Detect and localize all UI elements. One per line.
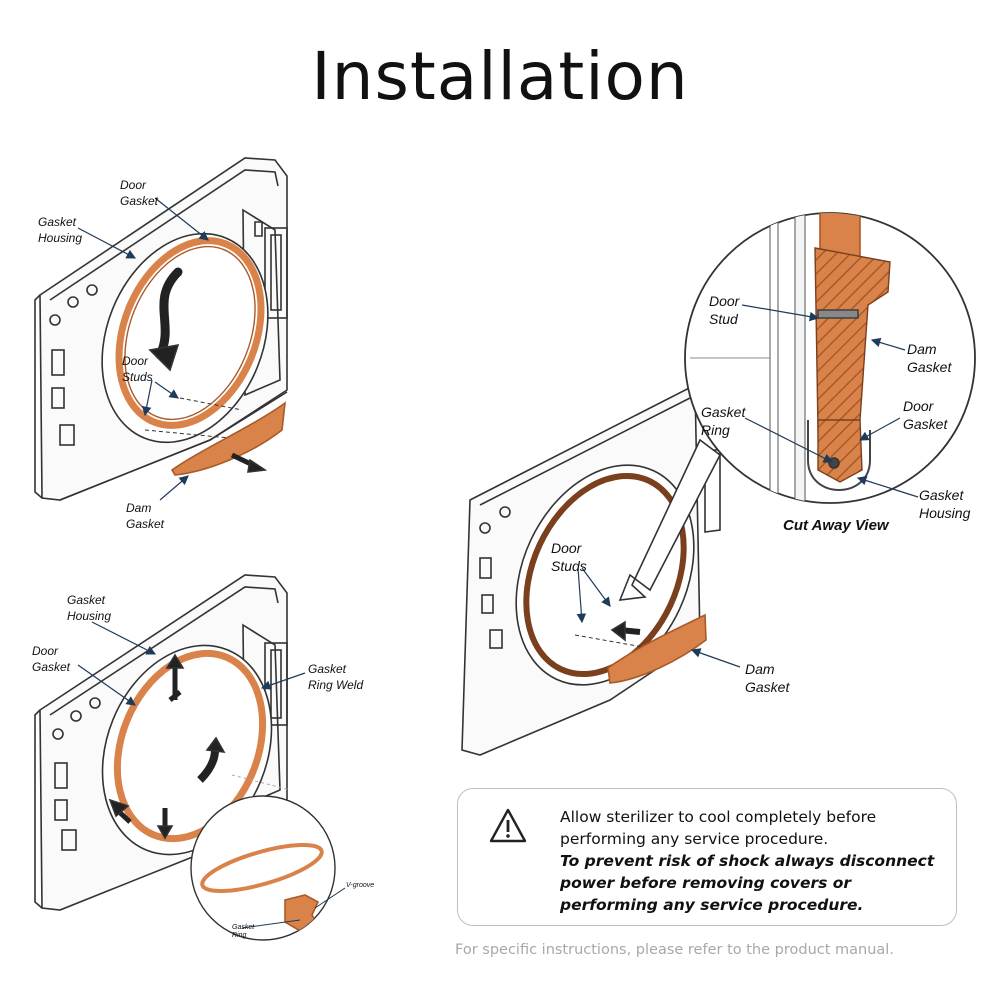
label-gasket-housing-1: Gasket Housing	[38, 215, 83, 245]
label-gasket-housing-2: Gasket Housing	[67, 593, 112, 623]
label-door-gasket-1: Door Gasket	[120, 178, 159, 208]
footer-note: For specific instructions, please refer …	[455, 942, 894, 958]
diagram-2-door-assembly	[34, 574, 346, 941]
label-door-studs-1: Door Studs	[122, 354, 153, 384]
label-gasket-ring-weld: Gasket Ring Weld	[308, 662, 364, 692]
label-gasket-ring-3: Gasket Ring	[701, 404, 746, 438]
label-cut-away-view: Cut Away View	[783, 517, 889, 534]
label-door-gasket-2: Door Gasket	[32, 644, 71, 674]
page-title: Installation	[311, 38, 689, 115]
warning-normal-text: Allow sterilizer to cool completely befo…	[560, 808, 877, 848]
label-dam-gasket-1: Dam Gasket	[126, 501, 165, 531]
label-gasket-housing-3: Gasket Housing	[919, 487, 971, 521]
diagram-1-door-assembly	[34, 157, 288, 501]
warning-box: Allow sterilizer to cool completely befo…	[457, 788, 957, 926]
label-door-gasket-3: Door Gasket	[903, 398, 948, 432]
warning-text: Allow sterilizer to cool completely befo…	[560, 806, 945, 916]
label-door-stud: Door Stud	[709, 293, 740, 327]
label-dam-gasket-3a: Dam Gasket	[907, 341, 952, 375]
label-v-groove: V-groove	[346, 882, 375, 889]
warning-triangle-icon	[489, 808, 527, 843]
diagram-3-door-assembly	[461, 212, 976, 756]
label-gasket-ring-2: Gasket Ring	[232, 924, 255, 939]
label-door-studs-3: Door Studs	[551, 540, 587, 574]
label-dam-gasket-3b: Dam Gasket	[745, 661, 790, 695]
warning-bold-text: To prevent risk of shock always disconne…	[560, 852, 935, 914]
